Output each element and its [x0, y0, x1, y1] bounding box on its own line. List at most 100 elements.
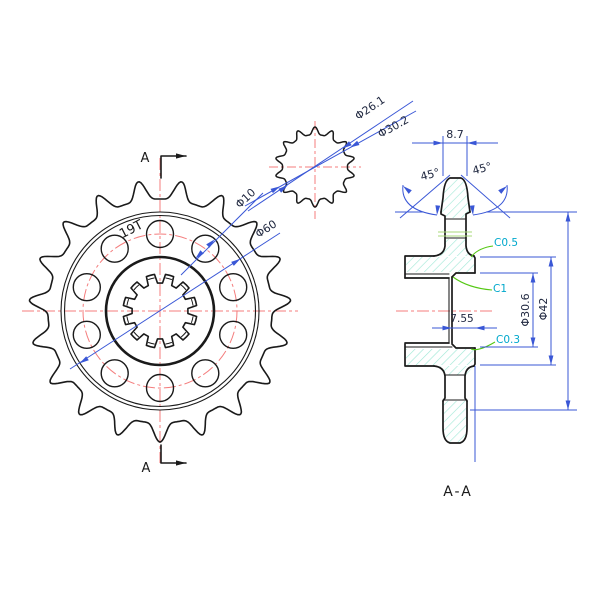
bolt-hole — [100, 234, 129, 263]
label-cut-a-top: A — [141, 151, 150, 166]
hatch-region-5 — [444, 401, 466, 442]
dim-arrow — [530, 337, 536, 347]
dim-arrow — [278, 185, 288, 193]
section-outline-16 — [473, 347, 476, 367]
hatch-region-0 — [406, 257, 474, 272]
section-outline-0 — [404, 255, 435, 279]
dim-arrow — [403, 186, 412, 194]
dim-arrow — [231, 258, 241, 266]
dim-line-d26 — [247, 100, 414, 212]
bolt-hole — [145, 219, 175, 249]
label-7-55: 7.55 — [450, 313, 473, 325]
dimension-arrows — [79, 140, 571, 410]
spline-bore-outline — [122, 273, 198, 349]
bolt-hole — [100, 359, 129, 388]
bolt-hole — [191, 359, 220, 388]
dim-arrow — [498, 186, 507, 194]
section-outline-2 — [440, 177, 471, 213]
dim-arrow — [467, 140, 477, 146]
hatch-region-1 — [406, 349, 474, 365]
section-outline-17 — [451, 343, 476, 349]
dim-arrow — [548, 355, 554, 365]
arc-45-left — [402, 184, 438, 216]
section-outline-1 — [433, 211, 446, 257]
diag-45-right — [460, 174, 511, 219]
bolt-circle-centerline — [82, 233, 238, 389]
label-teeth-count: 19T — [117, 218, 146, 243]
section-hatching — [406, 179, 475, 442]
bolt-hole — [191, 234, 220, 263]
dim-arrow — [475, 325, 485, 331]
dim-arrow — [548, 257, 554, 267]
section-outline-3 — [465, 211, 475, 257]
leader-c05 — [470, 245, 494, 258]
label-phi42: Φ42 — [537, 298, 550, 321]
part-outlines — [28, 126, 476, 464]
section-outline-14 — [442, 400, 468, 444]
bolt-hole — [72, 320, 102, 349]
label-8-7: 8.7 — [446, 128, 464, 141]
dim-arrow — [565, 400, 571, 410]
dimension-lines — [69, 100, 577, 462]
spline-inner-arc — [191, 316, 194, 323]
spline-inner-arc — [148, 277, 155, 280]
bolt-hole — [72, 273, 102, 302]
section-outline-15 — [464, 365, 475, 402]
sprocket-teeth-outline — [28, 181, 292, 443]
cut-line-top — [160, 155, 187, 179]
spline-inner-arc — [165, 277, 172, 280]
spline-inner-arc — [133, 332, 139, 338]
section-outline-4 — [473, 255, 476, 274]
label-cut-a-bottom: A — [142, 461, 151, 476]
hub-circle — [104, 255, 216, 367]
label-phi26-1: Φ26.1 — [353, 93, 388, 122]
section-outline-12 — [404, 343, 435, 367]
dim-arrow — [469, 205, 475, 215]
label-phi30-2: Φ30.2 — [376, 113, 411, 140]
section-outline-5 — [451, 272, 476, 278]
detail-spline-outline — [275, 126, 355, 208]
spline-inner-arc — [165, 342, 172, 345]
arc-45-right — [472, 184, 508, 216]
bolt-hole — [145, 373, 175, 403]
spline-inner-arc — [181, 332, 187, 338]
dim-arrow — [350, 140, 360, 148]
label-c1: C1 — [493, 283, 507, 295]
dim-arrow — [342, 141, 352, 149]
dim-line-d10 — [180, 192, 264, 276]
dim-line-d60 — [69, 232, 281, 370]
dim-arrow — [195, 250, 204, 259]
dim-arrow — [442, 325, 452, 331]
cut-arrows — [176, 153, 186, 466]
label-phi60: Φ60 — [253, 217, 279, 240]
label-phi30-6: Φ30.6 — [519, 293, 532, 326]
label-section-a-a: A-A — [443, 484, 473, 500]
spline-inner-arc — [181, 284, 187, 290]
leader-c1 — [452, 276, 493, 291]
spline-inner-arc — [126, 299, 129, 306]
label-c0-5: C0.5 — [494, 237, 518, 249]
dim-arrow — [565, 212, 571, 222]
label-45-right: 45° — [471, 160, 493, 178]
cut-line-bottom — [160, 444, 187, 464]
section-outline-13 — [433, 365, 446, 402]
rim-circle-inner — [63, 214, 257, 408]
spline-inner-arc — [148, 342, 155, 345]
rim-circle-outer — [60, 211, 260, 411]
diag-45-left — [399, 174, 451, 219]
dim-arrow — [270, 186, 280, 194]
bolt-hole — [218, 273, 248, 302]
hatch-region-2 — [442, 179, 469, 218]
dim-arrow — [206, 239, 215, 248]
dim-arrow — [435, 205, 441, 215]
dim-arrow — [433, 140, 443, 146]
label-c0-3: C0.3 — [496, 334, 520, 346]
spline-inner-arc — [126, 316, 129, 323]
spline-inner-arc — [191, 299, 194, 306]
label-45-left: 45° — [419, 166, 441, 184]
leader-c03 — [470, 341, 496, 351]
dim-arrow — [79, 356, 89, 364]
chamfer-leaders — [438, 231, 496, 351]
